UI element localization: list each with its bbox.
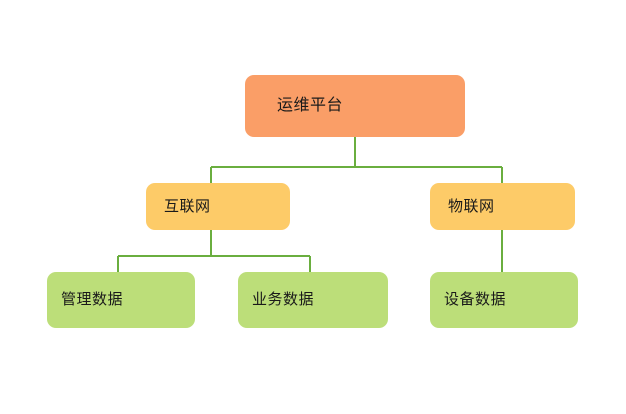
node-label: 物联网 — [448, 197, 495, 215]
node-label: 设备数据 — [444, 291, 507, 308]
node-data-device[interactable]: 设备数据 — [430, 272, 578, 328]
node-label: 互联网 — [164, 197, 211, 215]
node-label: 管理数据 — [61, 291, 124, 308]
node-root-ops-platform[interactable]: 运维平台 — [245, 75, 465, 137]
node-category-iot[interactable]: 物联网 — [430, 183, 575, 230]
node-data-management[interactable]: 管理数据 — [47, 272, 195, 328]
node-label: 业务数据 — [252, 291, 315, 308]
node-category-internet[interactable]: 互联网 — [146, 183, 290, 230]
node-label: 运维平台 — [277, 97, 344, 115]
node-data-business[interactable]: 业务数据 — [238, 272, 388, 328]
